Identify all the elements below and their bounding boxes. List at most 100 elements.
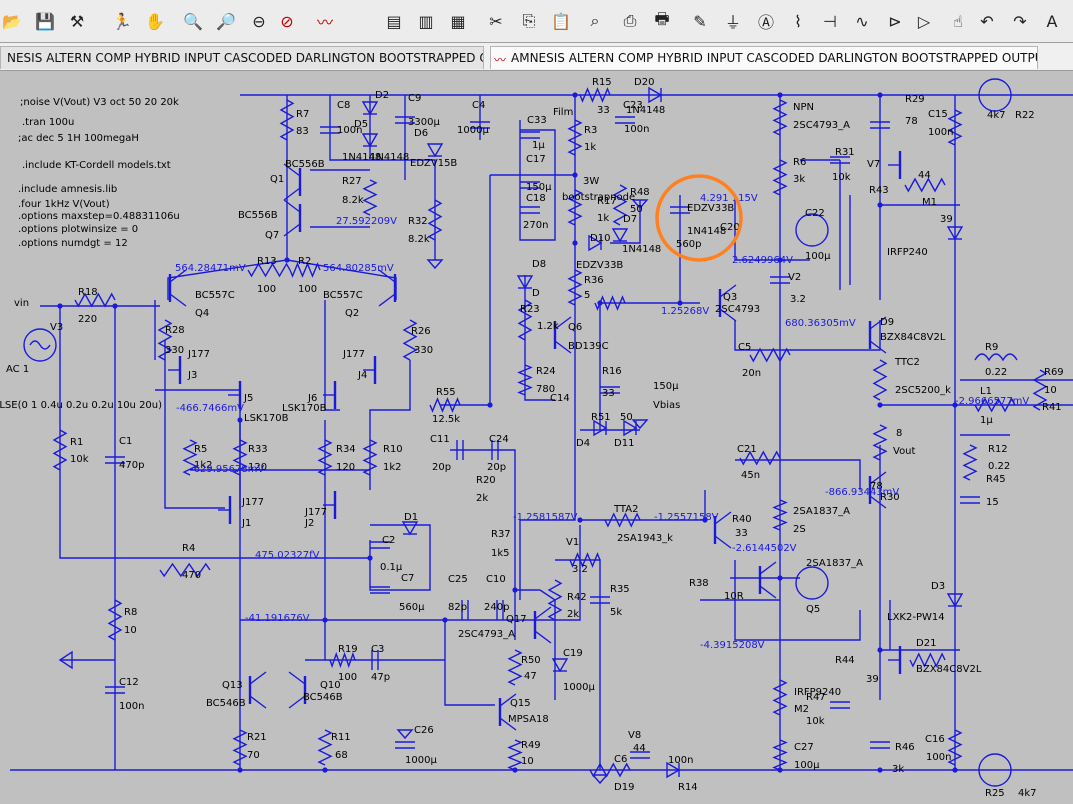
component-label: J177 [342, 349, 365, 360]
component-label: L1 [980, 386, 992, 397]
component-label: IRFP9240 [794, 687, 841, 698]
transistor-collector [249, 671, 267, 685]
component-label: Q7 [265, 230, 279, 241]
transistor-collector [283, 163, 301, 177]
components [23, 78, 1048, 787]
component-label: C19 [563, 648, 583, 659]
wire [240, 525, 581, 621]
transistor-emitter [759, 585, 777, 599]
component-label: R24 [536, 366, 556, 377]
component-label: R33 [248, 444, 268, 455]
component-label: 8.2k [408, 234, 430, 245]
resistor [872, 359, 888, 401]
node-voltage: -2.9666577mV [955, 396, 1029, 407]
tab-schematic-left[interactable]: NESIS ALTERN COMP HYBRID INPUT CASCODED … [0, 46, 484, 69]
resistor [772, 99, 788, 136]
resistor [569, 552, 601, 568]
component-label: Vbias [653, 400, 680, 411]
component-label: 1N4148 [622, 244, 661, 255]
junction-dot [877, 402, 883, 408]
pencil-icon[interactable]: ✎ [693, 11, 707, 31]
component-label: R44 [835, 655, 855, 666]
component-label: R16 [602, 366, 622, 377]
tab-schematic-right[interactable]: AMNESIS ALTERN COMP HYBRID INPUT CASCODE… [490, 46, 1038, 69]
cut-icon[interactable]: ✂ [489, 11, 503, 31]
zoom-pan-icon[interactable]: 🔎 [216, 11, 236, 31]
waveform-tab-icon: 〰 [494, 53, 507, 67]
resistor [232, 439, 248, 476]
component-label: 3W [583, 176, 599, 187]
open-folder-icon[interactable]: 📂 [2, 11, 22, 31]
copy-icon[interactable]: ⎘ [522, 11, 536, 30]
component-label: R12 [988, 444, 1008, 455]
ground-icon [631, 199, 649, 210]
component-label: C33 [527, 115, 547, 126]
junction-dot [677, 300, 683, 306]
component-label: 1k2 [194, 460, 213, 471]
resistor-icon[interactable]: ⌇ [794, 11, 802, 31]
label-icon[interactable]: Ⓐ [757, 13, 774, 32]
capacitor-icon[interactable]: ⊣ [823, 11, 837, 31]
transistor-emitter [288, 695, 306, 709]
component-label: LXK2-PW14 [887, 612, 945, 623]
hier2-icon[interactable]: ▦ [450, 11, 466, 31]
component-label: D3 [931, 581, 945, 592]
node-voltage: 564.80285mV [323, 263, 394, 274]
run-icon[interactable]: 🏃 [112, 11, 132, 31]
hammer-icon[interactable]: ⚒ [69, 11, 85, 31]
component-label: BC546B [303, 692, 343, 703]
print-icon[interactable]: ⎙ [623, 11, 637, 30]
halt-hand-icon[interactable]: ✋ [145, 11, 165, 31]
component-label: 100n [337, 125, 362, 136]
redo-icon[interactable]: ↷ [1013, 11, 1027, 31]
diode-icon [623, 419, 638, 437]
node-voltage: 4.291 115V [700, 193, 758, 204]
diode-icon[interactable]: ⊳ [888, 11, 902, 31]
resistor [567, 119, 583, 156]
component-label: 3.2 [572, 564, 588, 575]
component-label: 100 [298, 284, 317, 295]
component-label: bootstrapnode [562, 192, 635, 203]
ground-icon[interactable]: ⏚ [724, 13, 741, 32]
transistor-emitter [283, 187, 301, 201]
hier-icon[interactable]: ▥ [418, 11, 434, 31]
component-label: 50 [630, 204, 643, 215]
undo-icon[interactable]: ↶ [980, 11, 994, 31]
component-label: J1 [241, 518, 251, 529]
move-hand-icon[interactable]: ☝ [953, 11, 963, 31]
resistor [232, 729, 248, 766]
component-label: R22 [1015, 110, 1035, 121]
find-icon[interactable]: ⌕ [590, 11, 600, 30]
junction-dot [952, 402, 958, 408]
diode-icon [611, 228, 629, 243]
resistor [517, 364, 533, 396]
component-label: Q13 [222, 680, 243, 691]
print-setup-icon[interactable]: 🖶 [654, 8, 670, 28]
junction-dot [512, 587, 518, 593]
component-label: 2SC4793_A [793, 120, 850, 131]
junction-dot [237, 767, 243, 773]
component-label: 78 [870, 481, 883, 492]
inductor-icon[interactable]: ∿ [855, 11, 869, 31]
waveform-icon[interactable]: 〰 [316, 13, 333, 32]
zoom-out-icon[interactable]: ⊖ [252, 11, 266, 31]
draw-wire-icon[interactable]: ▤ [386, 11, 402, 31]
junction-dot [512, 767, 518, 773]
zoom-in-icon[interactable]: 🔍 [183, 11, 203, 31]
node-voltage: -466.7466mV [176, 403, 244, 414]
component-label: C20 [720, 222, 740, 233]
junction-dot [877, 92, 883, 98]
component-label: R8 [124, 607, 137, 618]
component-label: R37 [491, 529, 511, 540]
save-icon[interactable]: 💾 [35, 11, 55, 31]
component-label: C6 [614, 754, 627, 765]
text-icon[interactable]: A [1046, 11, 1058, 31]
component-label: V1 [566, 537, 579, 548]
component-label: C10 [486, 574, 506, 585]
zoom-cancel-icon[interactable]: ⊘ [280, 11, 294, 31]
component-label: 8 [896, 428, 902, 439]
paste-icon[interactable]: 📋 [551, 11, 571, 31]
component-icon[interactable]: ▷ [917, 11, 931, 31]
component-label: 0.22 [985, 367, 1007, 378]
